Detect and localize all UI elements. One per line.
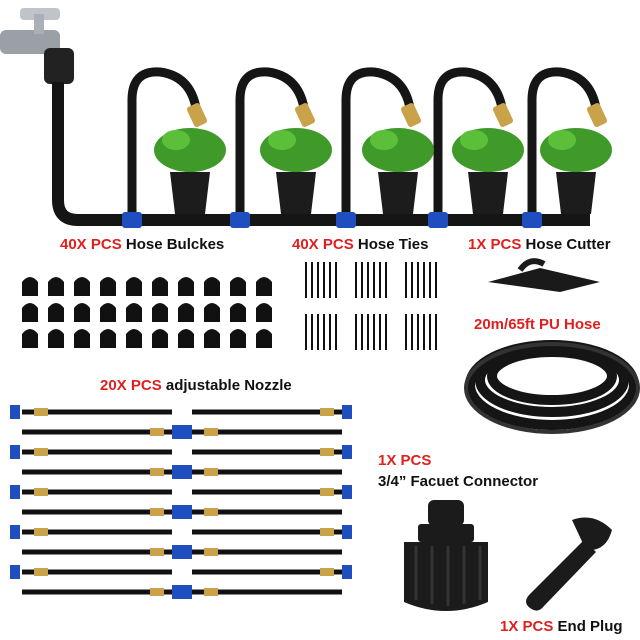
plug-name: End Plug (557, 618, 623, 635)
cutter-name: Hose Cutter (525, 236, 611, 253)
label-hose-ties: 40X PCS Hose Ties (292, 236, 428, 253)
label-adjustable-nozzle: 20X PCS adjustable Nozzle (100, 377, 292, 394)
drip-risers (127, 67, 608, 215)
hose-ties (305, 262, 437, 350)
buckles-name: Hose Bulckes (125, 236, 225, 253)
faucet-qty: 1X PCS (378, 452, 432, 469)
nozzle-qty: 20X PCS (100, 377, 162, 394)
faucet-connector-icon (404, 500, 488, 611)
cutter-qty: 1X PCS (468, 236, 522, 253)
label-hose-buckles: 40X PCS Hose Bulckes (60, 236, 224, 253)
label-pu-hose: 20m/65ft PU Hose (474, 316, 601, 333)
faucet-icon (0, 8, 74, 84)
hose-name: 20m/65ft PU Hose (474, 316, 601, 333)
pu-hose-coil (464, 340, 640, 434)
tee-connectors (122, 212, 542, 228)
nozzle-name: adjustable Nozzle (165, 377, 292, 394)
potted-plants (154, 128, 612, 214)
ties-name: Hose Ties (357, 236, 429, 253)
ties-qty: 40X PCS (292, 236, 354, 253)
label-end-plug: 1X PCS End Plug (500, 618, 623, 635)
hose-cutter-icon (488, 258, 600, 292)
buckles-qty: 40X PCS (60, 236, 122, 253)
label-hose-cutter: 1X PCS Hose Cutter (468, 236, 611, 253)
hose-buckles (22, 277, 272, 348)
plug-qty: 1X PCS (500, 618, 554, 635)
label-faucet-connector: 1X PCS 3/4” Facuet Connector (378, 452, 538, 490)
nozzle-assemblies-left (10, 405, 182, 599)
nozzle-assemblies-right (182, 405, 352, 599)
end-plug-icon (526, 517, 612, 611)
faucet-name: 3/4” Facuet Connector (378, 473, 539, 490)
